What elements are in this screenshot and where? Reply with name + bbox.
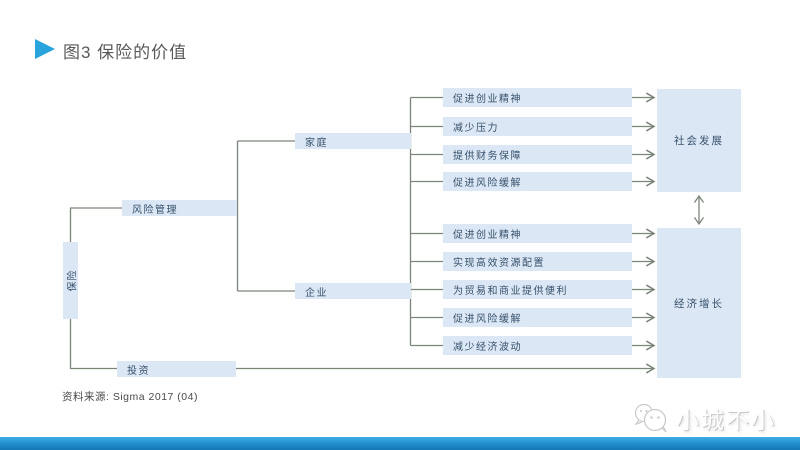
bottom-accent-bar (0, 437, 800, 450)
chat-bubbles-icon (634, 403, 667, 433)
node-business-benefit-risk-mitigation: 促进风险缓解 (443, 308, 632, 327)
node-risk-management: 风险管理 (122, 200, 237, 216)
node-business-benefit-reduce-volatility: 减少经济波动 (443, 336, 632, 355)
watermark: 小城不小 (631, 401, 776, 435)
node-insurance: 保险 (63, 242, 78, 319)
node-social-development: 社会发展 (657, 89, 741, 192)
figure-marker-triangle-icon (35, 39, 55, 59)
node-economic-growth: 经济增长 (657, 228, 741, 378)
figure-title: 图3 保险的价值 (63, 43, 188, 62)
node-business: 企业 (295, 283, 411, 299)
node-family-benefit-reduce-stress: 减少压力 (443, 117, 632, 136)
node-family: 家庭 (295, 133, 411, 149)
node-investment: 投资 (117, 361, 236, 377)
node-family-benefit-entrepreneurship: 促进创业精神 (443, 88, 632, 107)
watermark-text: 小城不小 (676, 407, 776, 433)
node-business-benefit-entrepreneurship: 促进创业精神 (443, 224, 632, 243)
node-insurance-label: 保险 (67, 269, 78, 292)
node-business-benefit-trade-commerce: 为贸易和商业提供便利 (443, 280, 632, 299)
source-note: 资料来源: Sigma 2017 (04) (62, 391, 198, 403)
node-business-benefit-resource-allocation: 实现高效资源配置 (443, 252, 632, 271)
node-family-benefit-financial-security: 提供财务保障 (443, 145, 632, 164)
node-family-benefit-risk-mitigation: 促进风险缓解 (443, 172, 632, 191)
